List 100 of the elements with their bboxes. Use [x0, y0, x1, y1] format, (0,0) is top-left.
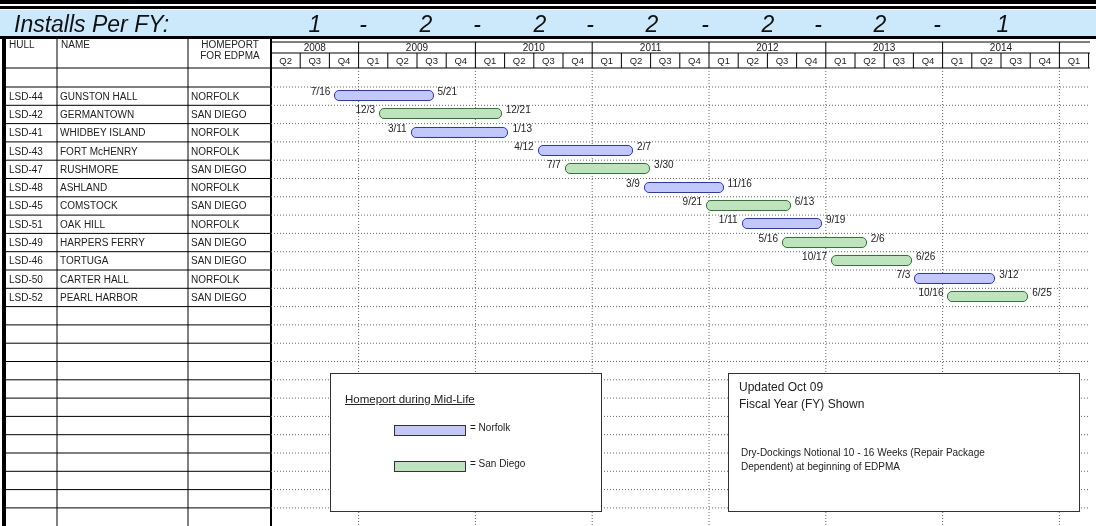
date-label: 12/3	[354, 104, 376, 117]
hull-number: LSD-49	[9, 236, 43, 250]
hull-number: LSD-43	[9, 144, 43, 158]
date-label: 11/16	[727, 177, 752, 190]
date-label: 2/6	[870, 232, 885, 245]
quarter-label: Q2	[511, 54, 527, 67]
quarter-label: Q4	[453, 54, 469, 67]
install-count: 2	[418, 12, 434, 36]
year-label: 2008	[302, 42, 327, 53]
homeport-name: NORFOLK	[191, 126, 240, 140]
quarter-label: Q2	[278, 54, 293, 67]
date-label: 1/11	[717, 214, 738, 227]
date-label: 2/7	[637, 141, 651, 154]
install-count: 1	[995, 12, 1011, 36]
separator-dash: -	[700, 12, 710, 36]
column-header: HULL	[9, 39, 35, 50]
hull-number: LSD-47	[9, 162, 43, 176]
install-count: 2	[872, 12, 888, 36]
date-label: 7/3	[895, 269, 911, 282]
note-text: Fiscal Year (FY) Shown	[739, 397, 865, 411]
hull-number: LSD-52	[9, 290, 43, 304]
column-header: HOMEPORT FOR EDPMA	[199, 39, 261, 61]
quarter-label: Q3	[1008, 54, 1023, 67]
year-label: 2013	[872, 42, 897, 53]
hull-number: LSD-46	[9, 254, 43, 268]
homeport-name: SAN DIEGO	[191, 254, 247, 268]
date-label: 5/16	[757, 232, 778, 245]
hull-number: LSD-44	[9, 89, 43, 103]
install-count: 2	[760, 12, 776, 36]
ship-name: WHIDBEY ISLAND	[60, 126, 146, 140]
quarter-label: Q2	[395, 54, 410, 67]
date-label: 9/21	[681, 195, 703, 208]
date-label: 10/17	[801, 250, 828, 263]
ship-name: CARTER HALL	[60, 272, 129, 286]
quarter-label: Q3	[657, 54, 673, 67]
homeport-name: NORFOLK	[191, 217, 240, 231]
legend-title: Homeport during Mid-Life	[345, 393, 475, 405]
ship-name: FORT McHENRY	[60, 144, 138, 158]
note-text: Dry-Dockings Notional 10 - 16 Weeks (Repair Package Dependent) at beginning of EDPMA	[741, 446, 986, 474]
year-label: 2012	[755, 42, 780, 53]
date-label: 3/30	[654, 159, 674, 172]
quarter-label: Q1	[1066, 54, 1082, 67]
legend-label: = Norfolk	[470, 422, 511, 433]
date-label: 4/12	[513, 141, 534, 154]
ship-name: GERMANTOWN	[60, 107, 135, 121]
timeline-bar	[947, 291, 1029, 303]
hull-number: LSD-45	[9, 199, 43, 213]
timeline-bar	[564, 163, 651, 175]
timeline-bar	[914, 273, 996, 285]
year-label: 2014	[988, 42, 1014, 53]
quarter-label: Q4	[1037, 54, 1053, 67]
quarter-label: Q4	[803, 54, 819, 67]
ship-name: PEARL HARBOR	[60, 290, 138, 304]
chart-title: Installs Per FY:	[14, 12, 170, 36]
quarter-label: Q2	[745, 54, 761, 67]
ship-name: OAK HILL	[60, 217, 106, 231]
ship-name: GUNSTON HALL	[60, 89, 138, 103]
homeport-name: NORFOLK	[191, 144, 240, 158]
ship-name: HARPERS FERRY	[60, 236, 145, 250]
date-label: 7/16	[309, 86, 331, 99]
date-label: 6/26	[915, 250, 936, 263]
quarter-label: Q4	[920, 54, 936, 67]
timeline-bar	[334, 90, 434, 102]
separator-dash: -	[472, 12, 482, 36]
ship-name: ASHLAND	[60, 181, 108, 195]
homeport-name: SAN DIEGO	[191, 290, 247, 304]
date-label: 6/13	[794, 195, 815, 208]
quarter-label: Q4	[687, 54, 702, 67]
homeport-name: SAN DIEGO	[191, 236, 247, 250]
quarter-label: Q1	[599, 54, 615, 67]
year-label: 2009	[404, 42, 430, 53]
date-label: 12/21	[505, 104, 531, 117]
ship-name: COMSTOCK	[60, 199, 118, 213]
separator-dash: -	[585, 12, 595, 36]
hull-number: LSD-41	[9, 126, 43, 140]
quarter-label: Q1	[833, 54, 848, 67]
date-label: 3/12	[999, 269, 1019, 282]
date-label: 9/19	[825, 214, 846, 227]
quarter-label: Q2	[979, 54, 994, 67]
install-count: 2	[644, 12, 660, 36]
timeline-bar	[410, 126, 509, 138]
hull-number: LSD-51	[9, 217, 43, 231]
quarter-label: Q3	[541, 54, 556, 67]
separator-dash: -	[813, 12, 823, 36]
year-label: 2011	[638, 42, 663, 53]
hull-number: LSD-48	[9, 181, 43, 195]
quarter-label: Q3	[891, 54, 907, 67]
homeport-name: NORFOLK	[191, 89, 240, 103]
quarter-label: Q3	[307, 54, 323, 67]
timeline-bar	[741, 218, 822, 230]
quarter-label: Q4	[570, 54, 585, 67]
timeline-bar	[379, 108, 502, 120]
homeport-name: SAN DIEGO	[191, 107, 247, 121]
quarter-label: Q3	[774, 54, 790, 67]
quarter-label: Q3	[424, 54, 439, 67]
timeline-bar	[706, 199, 791, 211]
hull-number: LSD-42	[9, 107, 43, 121]
homeport-name: SAN DIEGO	[191, 199, 247, 213]
homeport-name: NORFOLK	[191, 272, 240, 286]
date-label: 10/16	[917, 287, 944, 300]
